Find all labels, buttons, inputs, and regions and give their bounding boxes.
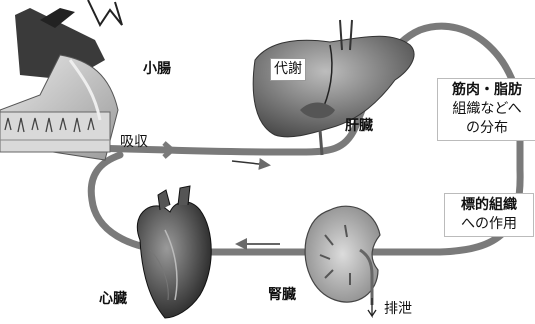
target-tissue-line2: への作用 <box>448 215 530 234</box>
label-excretion: 排泄 <box>384 298 412 318</box>
label-metabolism: 代謝 <box>274 60 302 79</box>
small-intestine-illustration <box>0 0 122 160</box>
target-tissue-box: 標的組織 への作用 <box>444 193 534 237</box>
absorption-arrow <box>150 143 172 157</box>
label-heart: 心臓 <box>99 288 127 308</box>
muscle-fat-line2: 組織などへ <box>441 100 533 119</box>
heart-illustration <box>137 186 211 318</box>
label-kidney: 腎臓 <box>268 284 296 304</box>
flow-arrow-right <box>232 161 268 165</box>
label-liver: 肝臓 <box>345 115 373 135</box>
muscle-fat-line1: 筋肉・脂肪 <box>441 81 533 100</box>
label-small-intestine: 小腸 <box>143 58 171 78</box>
liver-illustration <box>253 20 414 155</box>
muscle-fat-distribution-box: 筋肉・脂肪 組織などへ の分布 <box>437 78 535 141</box>
muscle-fat-line3: の分布 <box>441 119 533 138</box>
kidney-illustration <box>305 206 380 316</box>
label-metabolism-box: 代謝 <box>270 58 306 81</box>
target-tissue-line1: 標的組織 <box>448 196 530 215</box>
label-absorption: 吸収 <box>120 131 148 151</box>
